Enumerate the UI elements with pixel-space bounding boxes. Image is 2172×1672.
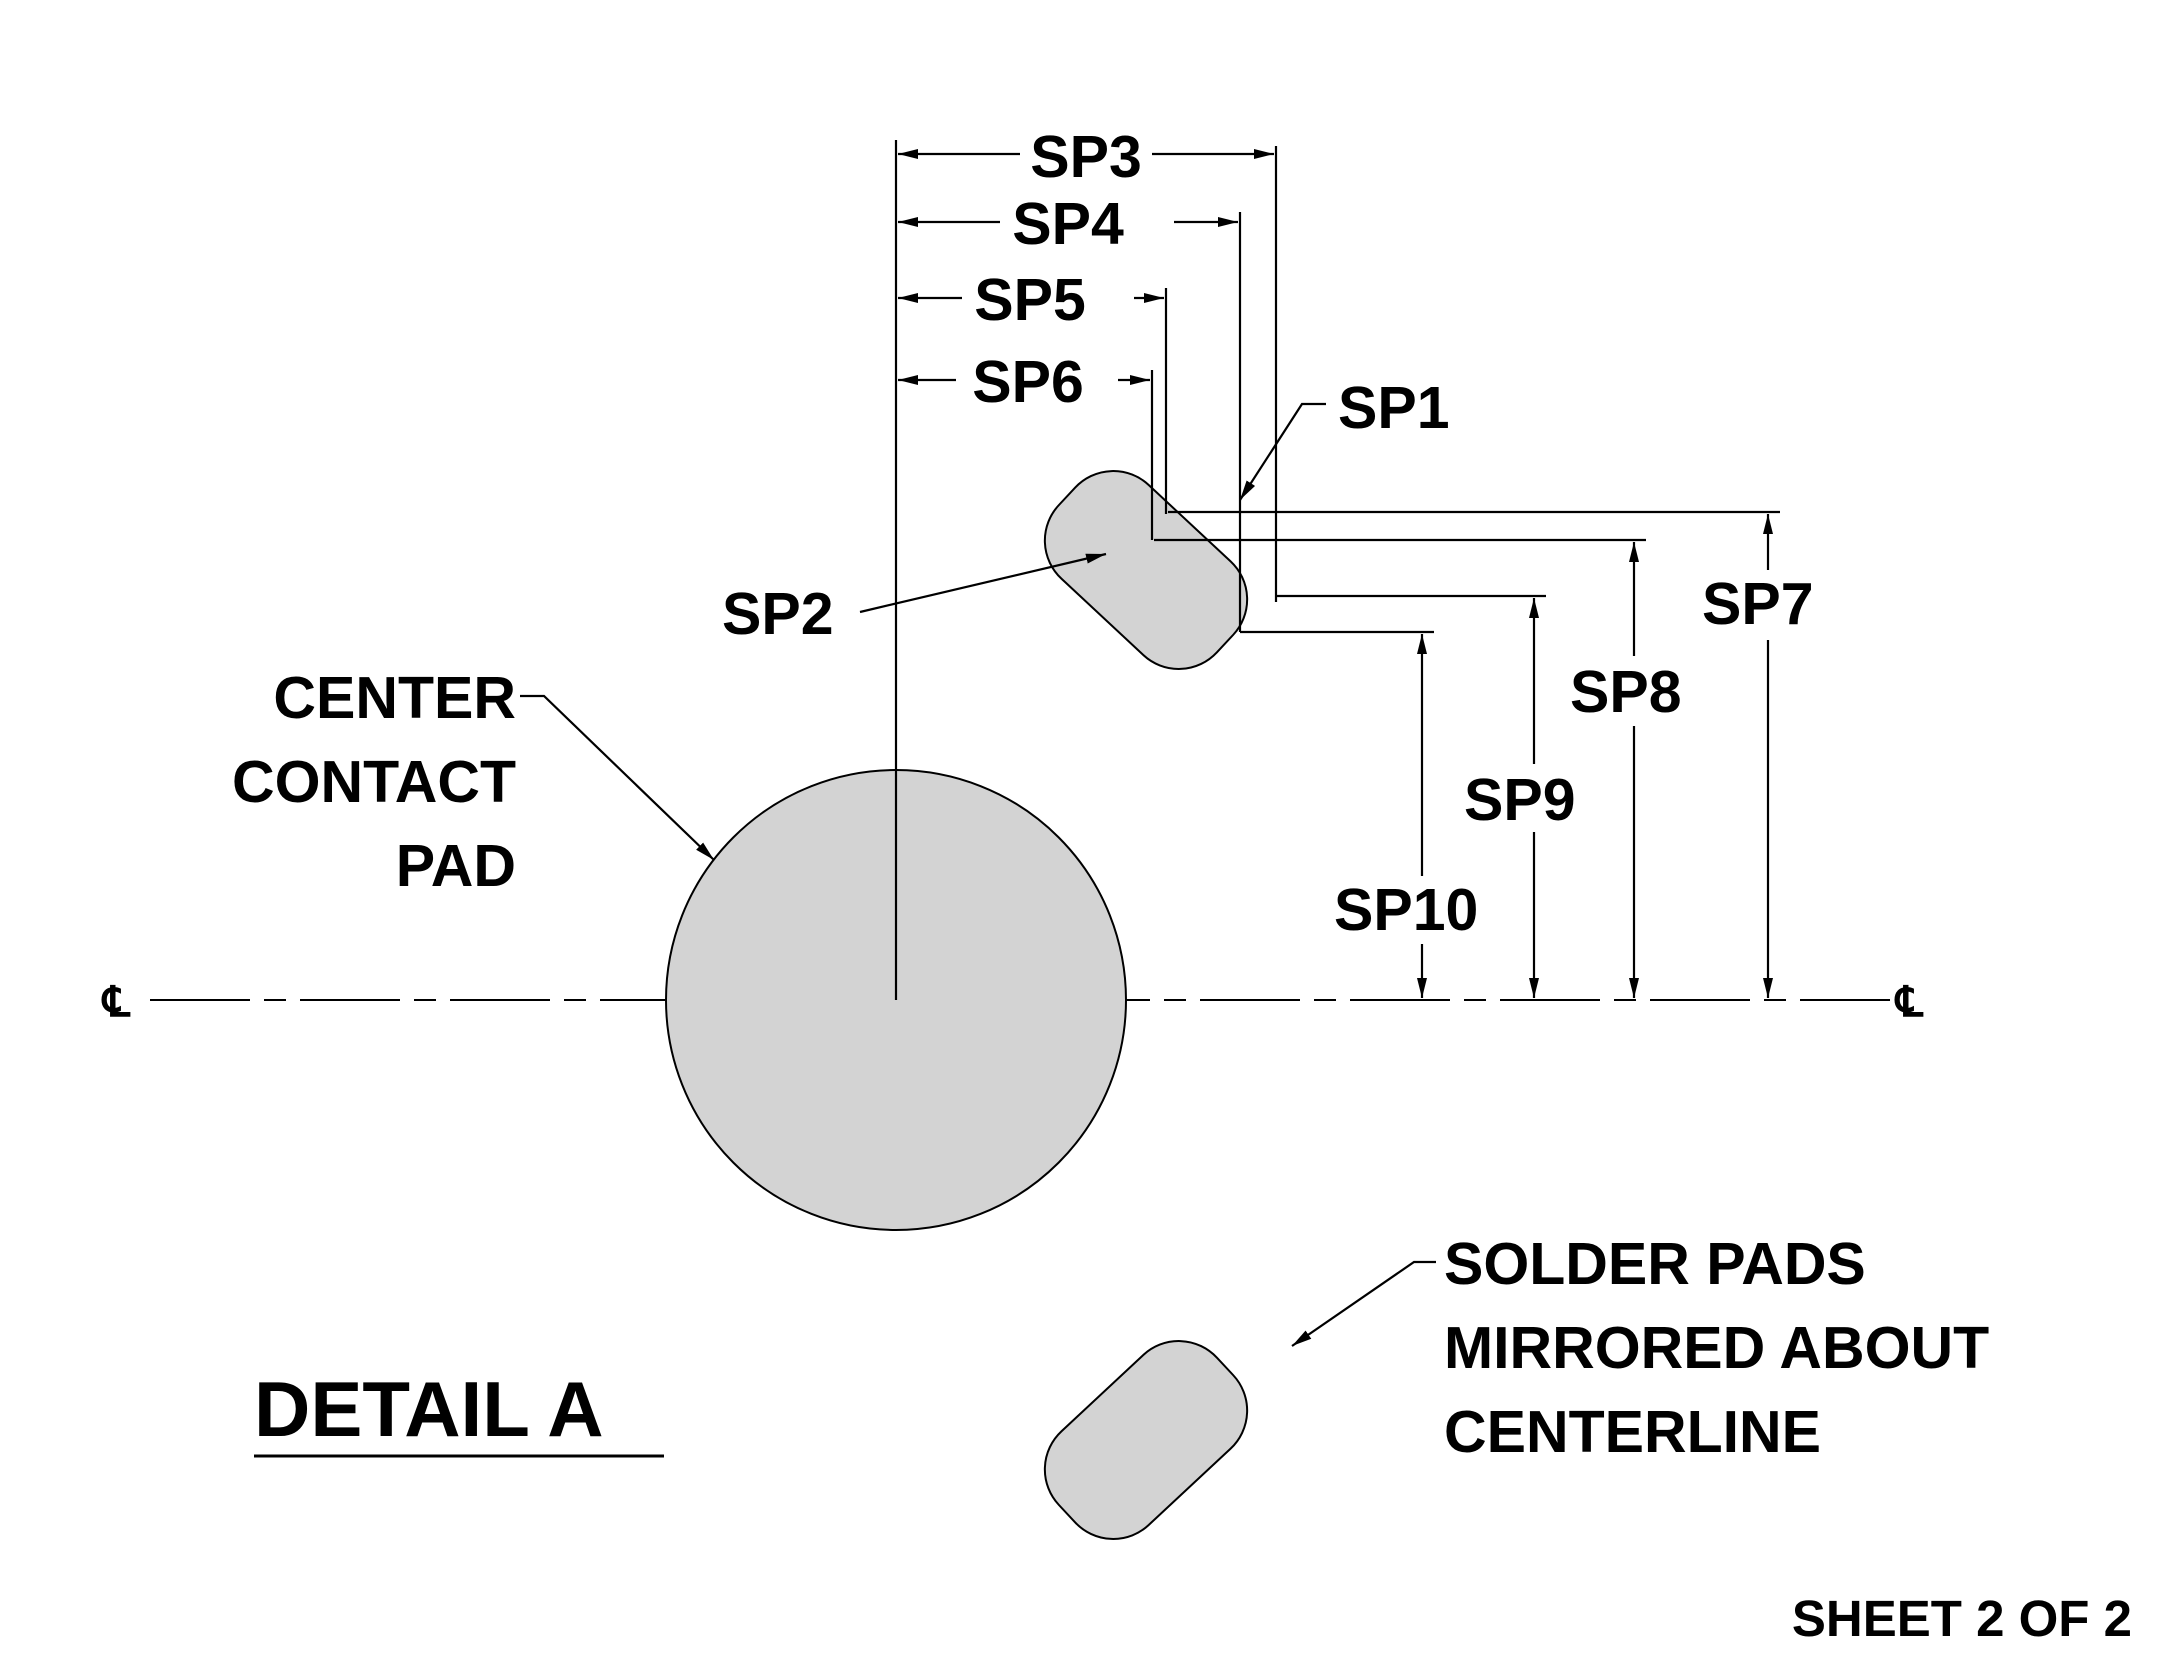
solder-pad-upper: [1043, 470, 1249, 670]
label-sp8: SP8: [1570, 659, 1682, 725]
note-solder-line1: SOLDER PADS: [1444, 1231, 1866, 1297]
note-solder-line3: CENTERLINE: [1444, 1399, 1821, 1465]
label-sp2: SP2: [722, 581, 834, 647]
label-sp9: SP9: [1464, 767, 1576, 833]
note-center-line2: CONTACT: [232, 749, 516, 815]
label-sp4: SP4: [1012, 191, 1124, 257]
label-sp5: SP5: [974, 267, 1086, 333]
centerline-symbol-left: ℄: [101, 978, 131, 1025]
solder-pad-lower: [1043, 1340, 1249, 1540]
center-pad-leader: [520, 694, 715, 861]
label-sp10: SP10: [1334, 877, 1478, 943]
label-sp1: SP1: [1338, 375, 1450, 441]
sp2-leader: [859, 552, 1107, 614]
label-sp3: SP3: [1030, 124, 1142, 190]
label-sp6: SP6: [972, 349, 1084, 415]
note-solder-line2: MIRRORED ABOUT: [1444, 1315, 1989, 1381]
sheet-number: SHEET 2 OF 2: [1792, 1590, 2132, 1647]
detail-title: DETAIL A: [254, 1365, 604, 1453]
solder-pads-leader: [1291, 1260, 1436, 1347]
sp1-leader: [1239, 402, 1326, 501]
centerline-symbol-right: ℄: [1894, 978, 1924, 1025]
note-center-line3: PAD: [396, 833, 516, 899]
label-sp7: SP7: [1702, 571, 1814, 637]
note-center-line1: CENTER: [273, 665, 516, 731]
